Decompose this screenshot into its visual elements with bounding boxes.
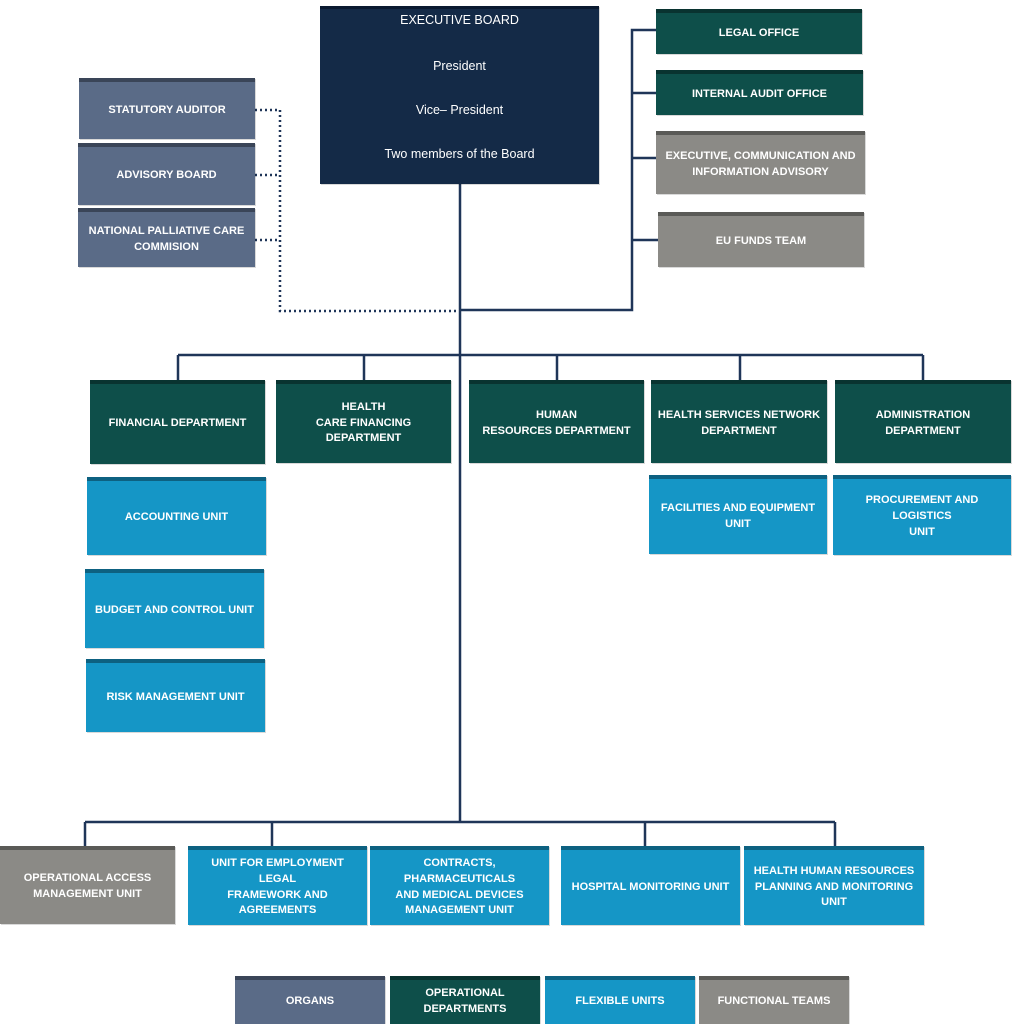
eu-funds-team-box[interactable]: EU FUNDS TEAM: [658, 212, 864, 267]
hr-line1: HUMAN: [536, 408, 577, 421]
legal-office-box[interactable]: LEGAL OFFICE: [656, 9, 862, 54]
accounting-unit-box[interactable]: ACCOUNTING UNIT: [87, 477, 266, 555]
hhr-line2: PLANNING AND MONITORING UNIT: [754, 880, 914, 909]
board-member-president: President: [433, 59, 486, 74]
hcf-line1: HEALTH: [341, 400, 386, 413]
board-title: EXECUTIVE BOARD: [400, 13, 519, 27]
contracts-line2: AND MEDICAL DEVICES: [395, 888, 524, 901]
oam-line1: OPERATIONAL ACCESS: [23, 872, 152, 885]
financial-department-label: FINANCIAL DEPARTMENT: [108, 417, 247, 430]
contracts-pharmaceuticals-unit-box[interactable]: CONTRACTS, PHARMACEUTICALS AND MEDICAL D…: [370, 846, 549, 925]
board-member-vice-president: Vice– President: [415, 103, 504, 118]
hospital-monitoring-unit-box[interactable]: HOSPITAL MONITORING UNIT: [561, 846, 740, 925]
risk-management-unit-label: RISK MANAGEMENT UNIT: [106, 690, 245, 703]
operational-access-management-unit-box[interactable]: OPERATIONAL ACCESS MANAGEMENT UNIT: [0, 846, 175, 924]
hr-line2: RESOURCES DEPARTMENT: [482, 424, 631, 437]
statutory-auditor-label: STATUTORY AUDITOR: [108, 103, 226, 116]
legend-operational-line2: DEPARTMENTS: [423, 1003, 507, 1015]
budget-control-unit-label: BUDGET AND CONTROL UNIT: [95, 603, 254, 616]
hsn-line2: DEPARTMENT: [701, 424, 777, 437]
palliative-care-line2: COMMISION: [134, 240, 199, 253]
ecia-line2: INFORMATION ADVISORY: [692, 165, 829, 178]
legend-operational-departments: OPERATIONAL DEPARTMENTS: [390, 976, 540, 1024]
advisory-board-box[interactable]: ADVISORY BOARD: [78, 143, 255, 205]
health-services-network-department-box[interactable]: HEALTH SERVICES NETWORK DEPARTMENT: [651, 380, 827, 463]
legend-functional-teams: FUNCTIONAL TEAMS: [699, 976, 849, 1024]
legend-organs-label: ORGANS: [285, 995, 335, 1008]
hcf-line2: CARE FINANCING DEPARTMENT: [315, 416, 412, 445]
staff-branch-line: [460, 28, 656, 312]
contracts-line1: CONTRACTS, PHARMACEUTICALS: [403, 856, 516, 885]
ecia-line1: EXECUTIVE, COMMUNICATION AND: [665, 149, 856, 162]
eu-funds-team-label: EU FUNDS TEAM: [715, 234, 807, 247]
organs-dotted-line: [255, 108, 460, 313]
health-care-financing-department-box[interactable]: HEALTH CARE FINANCING DEPARTMENT: [276, 380, 451, 463]
legend-functional-teams-label: FUNCTIONAL TEAMS: [717, 995, 831, 1008]
hospital-monitoring-unit-label: HOSPITAL MONITORING UNIT: [571, 880, 730, 893]
administration-department-label: ADMINISTRATION DEPARTMENT: [875, 408, 971, 437]
human-resources-department-box[interactable]: HUMAN RESOURCES DEPARTMENT: [469, 380, 644, 463]
board-member-two-members: Two members of the Board: [384, 147, 535, 162]
facilities-equipment-unit-box[interactable]: FACILITIES AND EQUIPMENT UNIT: [649, 475, 827, 554]
administration-department-box[interactable]: ADMINISTRATION DEPARTMENT: [835, 380, 1011, 463]
hhr-line1: HEALTH HUMAN RESOURCES: [753, 864, 915, 877]
executive-communication-advisory-box[interactable]: EXECUTIVE, COMMUNICATION AND INFORMATION…: [656, 131, 865, 194]
employment-legal-framework-unit-box[interactable]: UNIT FOR EMPLOYMENT LEGAL FRAMEWORK AND …: [188, 846, 367, 925]
legend-operational-line1: OPERATIONAL: [425, 987, 505, 1000]
emp-line1: UNIT FOR EMPLOYMENT LEGAL: [211, 856, 344, 885]
internal-audit-office-box[interactable]: INTERNAL AUDIT OFFICE: [656, 70, 863, 115]
executive-board[interactable]: EXECUTIVE BOARD President Vice– Presiden…: [320, 6, 599, 184]
oam-line2: MANAGEMENT UNIT: [33, 888, 142, 900]
hsn-line1: HEALTH SERVICES NETWORK: [657, 408, 821, 421]
palliative-care-commission-box[interactable]: NATIONAL PALLIATIVE CARE COMMISION: [78, 208, 255, 267]
contracts-line3: MANAGEMENT UNIT: [405, 904, 514, 917]
emp-line2: FRAMEWORK AND AGREEMENTS: [227, 888, 328, 917]
legend-flexible-units: FLEXIBLE UNITS: [545, 976, 695, 1024]
accounting-unit-label: ACCOUNTING UNIT: [124, 511, 229, 524]
procurement-line2: UNIT: [909, 525, 935, 538]
health-human-resources-unit-box[interactable]: HEALTH HUMAN RESOURCES PLANNING AND MONI…: [744, 846, 924, 925]
legend-flexible-units-label: FLEXIBLE UNITS: [575, 995, 665, 1008]
internal-audit-office-label: INTERNAL AUDIT OFFICE: [691, 87, 828, 100]
facilities-equipment-unit-label: FACILITIES AND EQUIPMENT UNIT: [660, 501, 816, 530]
advisory-board-label: ADVISORY BOARD: [116, 169, 217, 182]
palliative-care-line1: NATIONAL PALLIATIVE CARE: [88, 224, 245, 237]
procurement-logistics-unit-box[interactable]: PROCUREMENT AND LOGISTICS UNIT: [833, 475, 1011, 555]
risk-management-unit-box[interactable]: RISK MANAGEMENT UNIT: [86, 659, 265, 732]
financial-department-box[interactable]: FINANCIAL DEPARTMENT: [90, 380, 265, 464]
legend-organs: ORGANS: [235, 976, 385, 1024]
budget-control-unit-box[interactable]: BUDGET AND CONTROL UNIT: [85, 569, 264, 648]
procurement-line1: PROCUREMENT AND LOGISTICS: [865, 494, 979, 523]
statutory-auditor-box[interactable]: STATUTORY AUDITOR: [79, 78, 255, 139]
legal-office-label: LEGAL OFFICE: [718, 26, 800, 39]
